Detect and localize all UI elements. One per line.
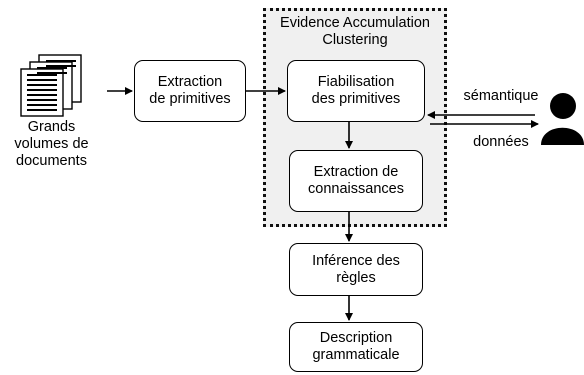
- node-fiabilisation-primitives: Fiabilisation des primitives: [287, 60, 425, 122]
- user-icon: [541, 93, 584, 145]
- data-label: données: [473, 134, 529, 150]
- documents-icon: [20, 54, 82, 117]
- node-extraction-primitives: Extraction de primitives: [134, 60, 246, 122]
- node-description-grammaticale: Description grammaticale: [289, 322, 423, 372]
- documents-label: Grands volumes de documents: [14, 119, 89, 169]
- node-inference-regles: Inférence des règles: [289, 243, 423, 296]
- semantics-label: sémantique: [463, 88, 539, 104]
- node-extraction-connaissances: Extraction de connaissances: [289, 150, 423, 212]
- cluster-title: Evidence Accumulation Clustering: [280, 15, 430, 48]
